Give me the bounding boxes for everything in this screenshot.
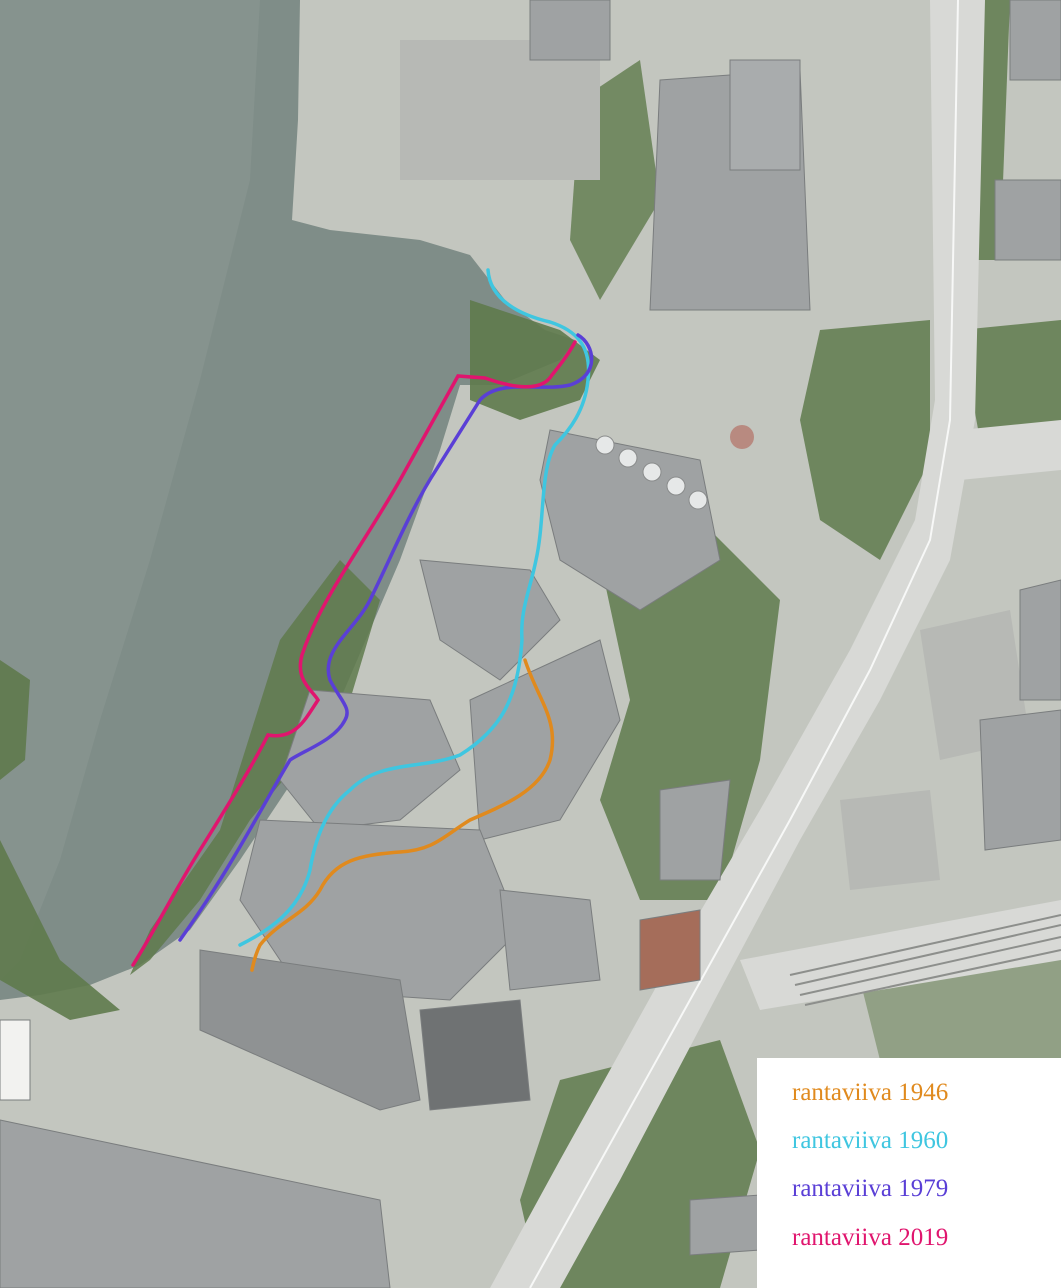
railway (789, 914, 1061, 1006)
storage-tank (730, 425, 754, 449)
legend-item-1946: rantaviiva 1946 (792, 1079, 949, 1106)
lake-haze (0, 0, 260, 980)
shoreline-1960 (238, 268, 591, 947)
legend-item-1960: rantaviiva 1960 (792, 1127, 949, 1154)
roads (490, 0, 1061, 1288)
shoreline-2019 (131, 340, 577, 967)
shoreline-1979 (178, 333, 594, 942)
road-centerline (529, 0, 959, 1288)
shoreline-1946 (250, 658, 555, 972)
legend-item-1979: rantaviiva 1979 (792, 1175, 949, 1202)
map-legend: rantaviiva 1946 rantaviiva 1960 rantavii… (757, 1058, 1061, 1288)
silos (595, 435, 708, 510)
legend-item-2019: rantaviiva 2019 (792, 1224, 949, 1251)
